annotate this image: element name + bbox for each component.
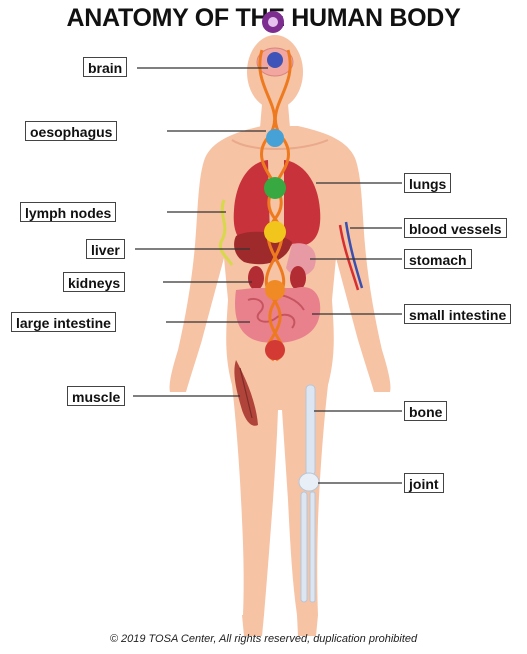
label-lymph-nodes: lymph nodes	[20, 202, 116, 222]
label-muscle: muscle	[67, 386, 125, 406]
label-small-intestine: small intestine	[404, 304, 511, 324]
label-large-intestine: large intestine	[11, 312, 116, 332]
label-stomach: stomach	[404, 249, 472, 269]
knee-joint	[299, 473, 319, 491]
label-lungs: lungs	[404, 173, 451, 193]
label-liver: liver	[86, 239, 125, 259]
label-brain: brain	[83, 57, 127, 77]
copyright-footer: © 2019 TOSA Center, All rights reserved,…	[0, 633, 527, 645]
label-blood-vessels: blood vessels	[404, 218, 507, 238]
label-joint: joint	[404, 473, 444, 493]
label-oesophagus: oesophagus	[25, 121, 117, 141]
label-bone: bone	[404, 401, 447, 421]
label-kidneys: kidneys	[63, 272, 125, 292]
